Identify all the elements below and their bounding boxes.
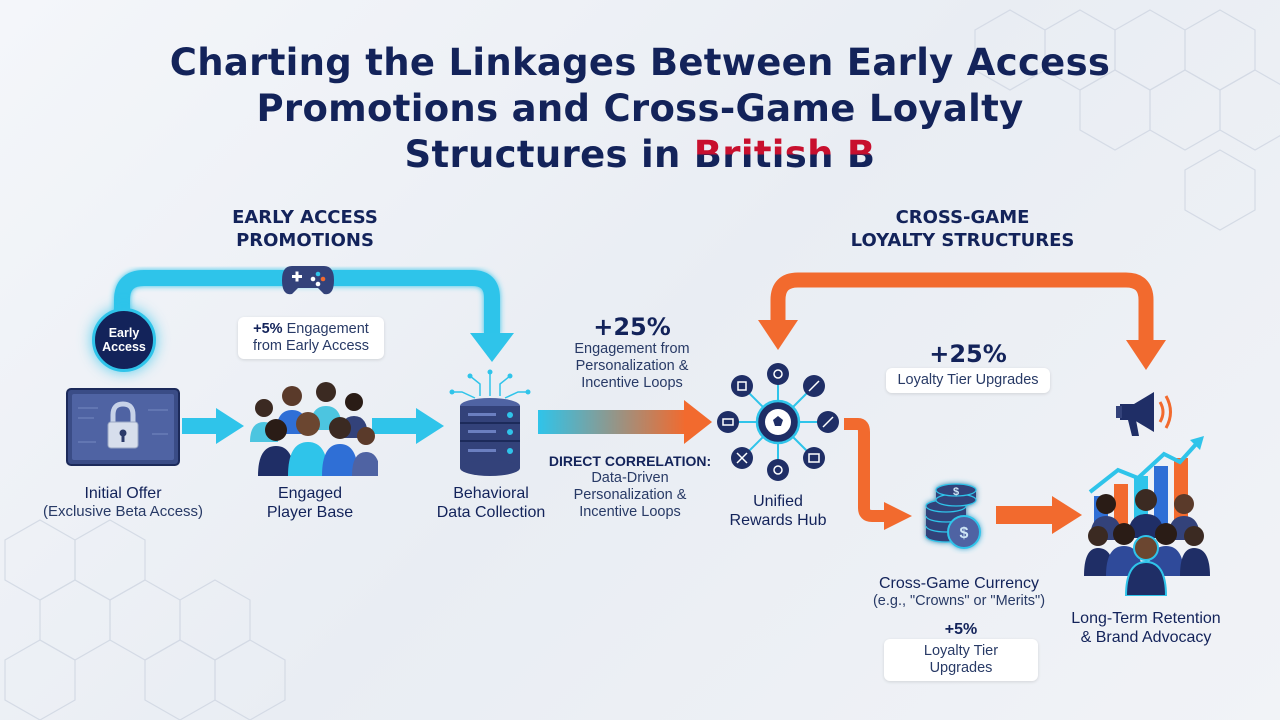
early-access-loop-arrowhead: [470, 333, 514, 362]
personalization-stat-line-3: Incentive Loops: [581, 375, 683, 391]
loyalty-heading: CROSS-GAME LOYALTY STRUCTURES: [820, 206, 1105, 252]
data-to-hub-arrowhead: [684, 400, 712, 444]
rewards-hub-label: Unified Rewards Hub: [706, 492, 850, 530]
title-line-2: Promotions and Cross-Game Loyalty: [256, 87, 1024, 130]
title-line-3: Structures in British B: [0, 132, 1280, 178]
correlation-line-1: Data-Driven: [591, 470, 669, 486]
correlation-heading: DIRECT CORRELATION:: [548, 453, 712, 469]
title-line-3-prefix: Structures in: [404, 133, 694, 176]
early-access-engagement-pill: +5% Engagement from Early Access: [238, 317, 384, 359]
initial-offer-line-2: (Exclusive Beta Access): [42, 503, 204, 520]
svg-text:$: $: [960, 525, 969, 542]
personalization-stat-value: +25%: [593, 313, 671, 341]
soccer-ball-hub-icon: [717, 363, 839, 481]
early-access-badge: Early Access: [92, 308, 156, 372]
people-group-icon: [250, 382, 378, 476]
loyalty-loop-arrowhead-right: [1126, 340, 1166, 370]
loyalty-tier-25-stat: +25% Loyalty Tier Upgrades: [886, 340, 1050, 393]
currency-label: Cross-Game Currency (e.g., "Crowns" or "…: [852, 574, 1066, 610]
personalization-stat: +25% Engagement from Personalization & I…: [552, 313, 712, 392]
personalization-stat-line-2: Personalization &: [575, 358, 689, 374]
retention-line-1: Long-Term Retention: [1071, 610, 1221, 627]
offer-to-players-arrowhead: [216, 408, 244, 444]
offer-to-players-arrow: [182, 418, 218, 434]
engaged-players-line-1: Engaged: [277, 485, 343, 502]
game-controller-icon: [282, 266, 334, 295]
page-title: Charting the Linkages Between Early Acce…: [0, 40, 1280, 178]
rewards-hub-line-2: Rewards Hub: [729, 512, 827, 529]
rewards-hub-line-1: Unified: [753, 493, 803, 510]
behavioral-data-line-2: Data Collection: [436, 504, 546, 521]
loyalty-tier-5-stat: +5% Loyalty Tier Upgrades: [884, 620, 1038, 681]
tier-25-value: +25%: [929, 340, 1007, 368]
personalization-stat-line-1: Engagement from: [574, 341, 690, 357]
title-line-1: Charting the Linkages Between Early Acce…: [169, 41, 1111, 84]
loyalty-loop-arrowhead-left: [758, 320, 798, 350]
retention-label: Long-Term Retention & Brand Advocacy: [1054, 609, 1238, 647]
badge-line-1: Early: [108, 326, 140, 340]
svg-text:$: $: [953, 486, 959, 498]
database-server-icon: [449, 369, 531, 476]
title-brand: British B: [693, 133, 876, 176]
correlation-line-2: Personalization &: [573, 487, 687, 503]
tier-5-label: Loyalty Tier Upgrades: [884, 639, 1038, 681]
megaphone-icon: [1116, 392, 1172, 436]
tier-25-label: Loyalty Tier Upgrades: [886, 368, 1050, 393]
players-to-data-arrow: [372, 418, 418, 434]
currency-line-1: Cross-Game Currency: [878, 575, 1040, 592]
initial-offer-line-1: Initial Offer: [84, 485, 162, 502]
growth-chart-icon: [1084, 436, 1210, 596]
padlock-icon: [66, 388, 180, 466]
behavioral-data-line-1: Behavioral: [453, 485, 529, 502]
early-access-heading: EARLY ACCESS PROMOTIONS: [180, 206, 430, 252]
engaged-players-label: Engaged Player Base: [240, 484, 380, 522]
tier-5-value: +5%: [944, 621, 978, 638]
behavioral-data-label: Behavioral Data Collection: [416, 484, 566, 522]
initial-offer-label: Initial Offer (Exclusive Beta Access): [30, 484, 216, 520]
currency-to-retention-arrow: [996, 506, 1054, 524]
direct-correlation-note: DIRECT CORRELATION: Data-Driven Personal…: [544, 453, 716, 521]
early-access-heading-line-2: PROMOTIONS: [236, 230, 374, 251]
badge-line-2: Access: [102, 340, 146, 354]
currency-to-retention-arrowhead: [1052, 496, 1082, 534]
hub-to-currency-arrowhead: [884, 502, 912, 530]
engagement-pill-text-1: Engagement: [282, 321, 369, 337]
loyalty-loop-arrow: [770, 272, 1154, 340]
people-group-icon: [1084, 489, 1210, 596]
engagement-pill-value: +5%: [253, 321, 283, 337]
loyalty-heading-line-1: CROSS-GAME: [895, 207, 1030, 228]
currency-line-2: (e.g., "Crowns" or "Merits"): [872, 593, 1046, 609]
engagement-pill-text-2: from Early Access: [252, 338, 370, 354]
correlation-line-3: Incentive Loops: [579, 504, 681, 520]
data-to-hub-arrow: [538, 410, 686, 434]
retention-line-2: & Brand Advocacy: [1080, 629, 1212, 646]
early-access-heading-line-1: EARLY ACCESS: [232, 207, 378, 228]
players-to-data-arrowhead: [416, 408, 444, 444]
coin-stack-icon: $ $: [925, 483, 981, 549]
engaged-players-line-2: Player Base: [266, 504, 354, 521]
loyalty-heading-line-2: LOYALTY STRUCTURES: [850, 230, 1075, 251]
hub-to-currency-arrow: [844, 418, 886, 522]
